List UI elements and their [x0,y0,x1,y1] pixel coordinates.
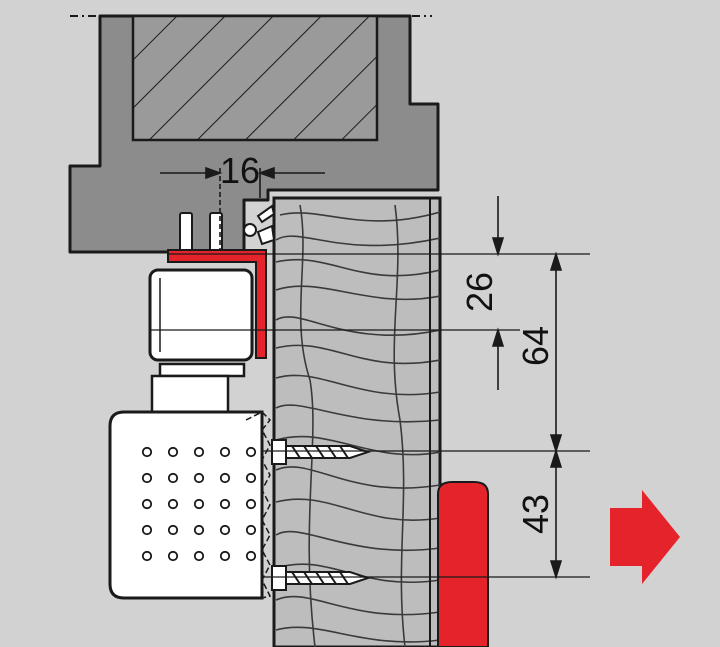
ventilation-dot [193,472,205,484]
closer-ventilation-dots [141,446,257,562]
ventilation-dot [193,524,205,536]
ventilation-dot [167,498,179,510]
closer-body-edge [245,411,272,599]
ventilation-dot [141,446,153,458]
closer-body [108,410,264,600]
dimension-64 [549,251,563,454]
label-screw-spacing: 43 [515,494,556,534]
frame-timber-insert [131,14,379,142]
frame-seal [243,204,276,246]
arrow-right-icon [610,490,680,584]
screw-bottom [271,565,372,591]
ventilation-dot [245,472,257,484]
ventilation-dot [141,524,153,536]
dimension-16 [160,166,325,250]
ventilation-dot [141,550,153,562]
mounting-plate [167,249,267,359]
label-offset-horizontal: 16 [220,150,260,191]
door-stop-bar [437,481,489,647]
mounting-pins [179,212,223,252]
ventilation-dot [193,498,205,510]
ventilation-dot [141,472,153,484]
spindle [150,362,246,414]
dimension-43 [549,448,563,580]
ventilation-dot [167,550,179,562]
ventilation-dot [219,446,231,458]
ventilation-dot [167,446,179,458]
ventilation-dot [219,498,231,510]
label-offset-top: 26 [459,272,500,312]
ventilation-dot [245,524,257,536]
ventilation-dot [167,472,179,484]
ventilation-dot [193,446,205,458]
ventilation-dot [245,498,257,510]
ventilation-dot [193,550,205,562]
ventilation-dot [219,524,231,536]
label-height-overall: 64 [515,326,556,366]
ventilation-dot [245,446,257,458]
ventilation-dot [167,524,179,536]
ventilation-dot [245,550,257,562]
dimension-26 [491,196,505,390]
arm-block [148,268,254,362]
ventilation-dot [219,472,231,484]
ventilation-dot [141,498,153,510]
ventilation-dot [219,550,231,562]
screw-top [271,439,372,465]
